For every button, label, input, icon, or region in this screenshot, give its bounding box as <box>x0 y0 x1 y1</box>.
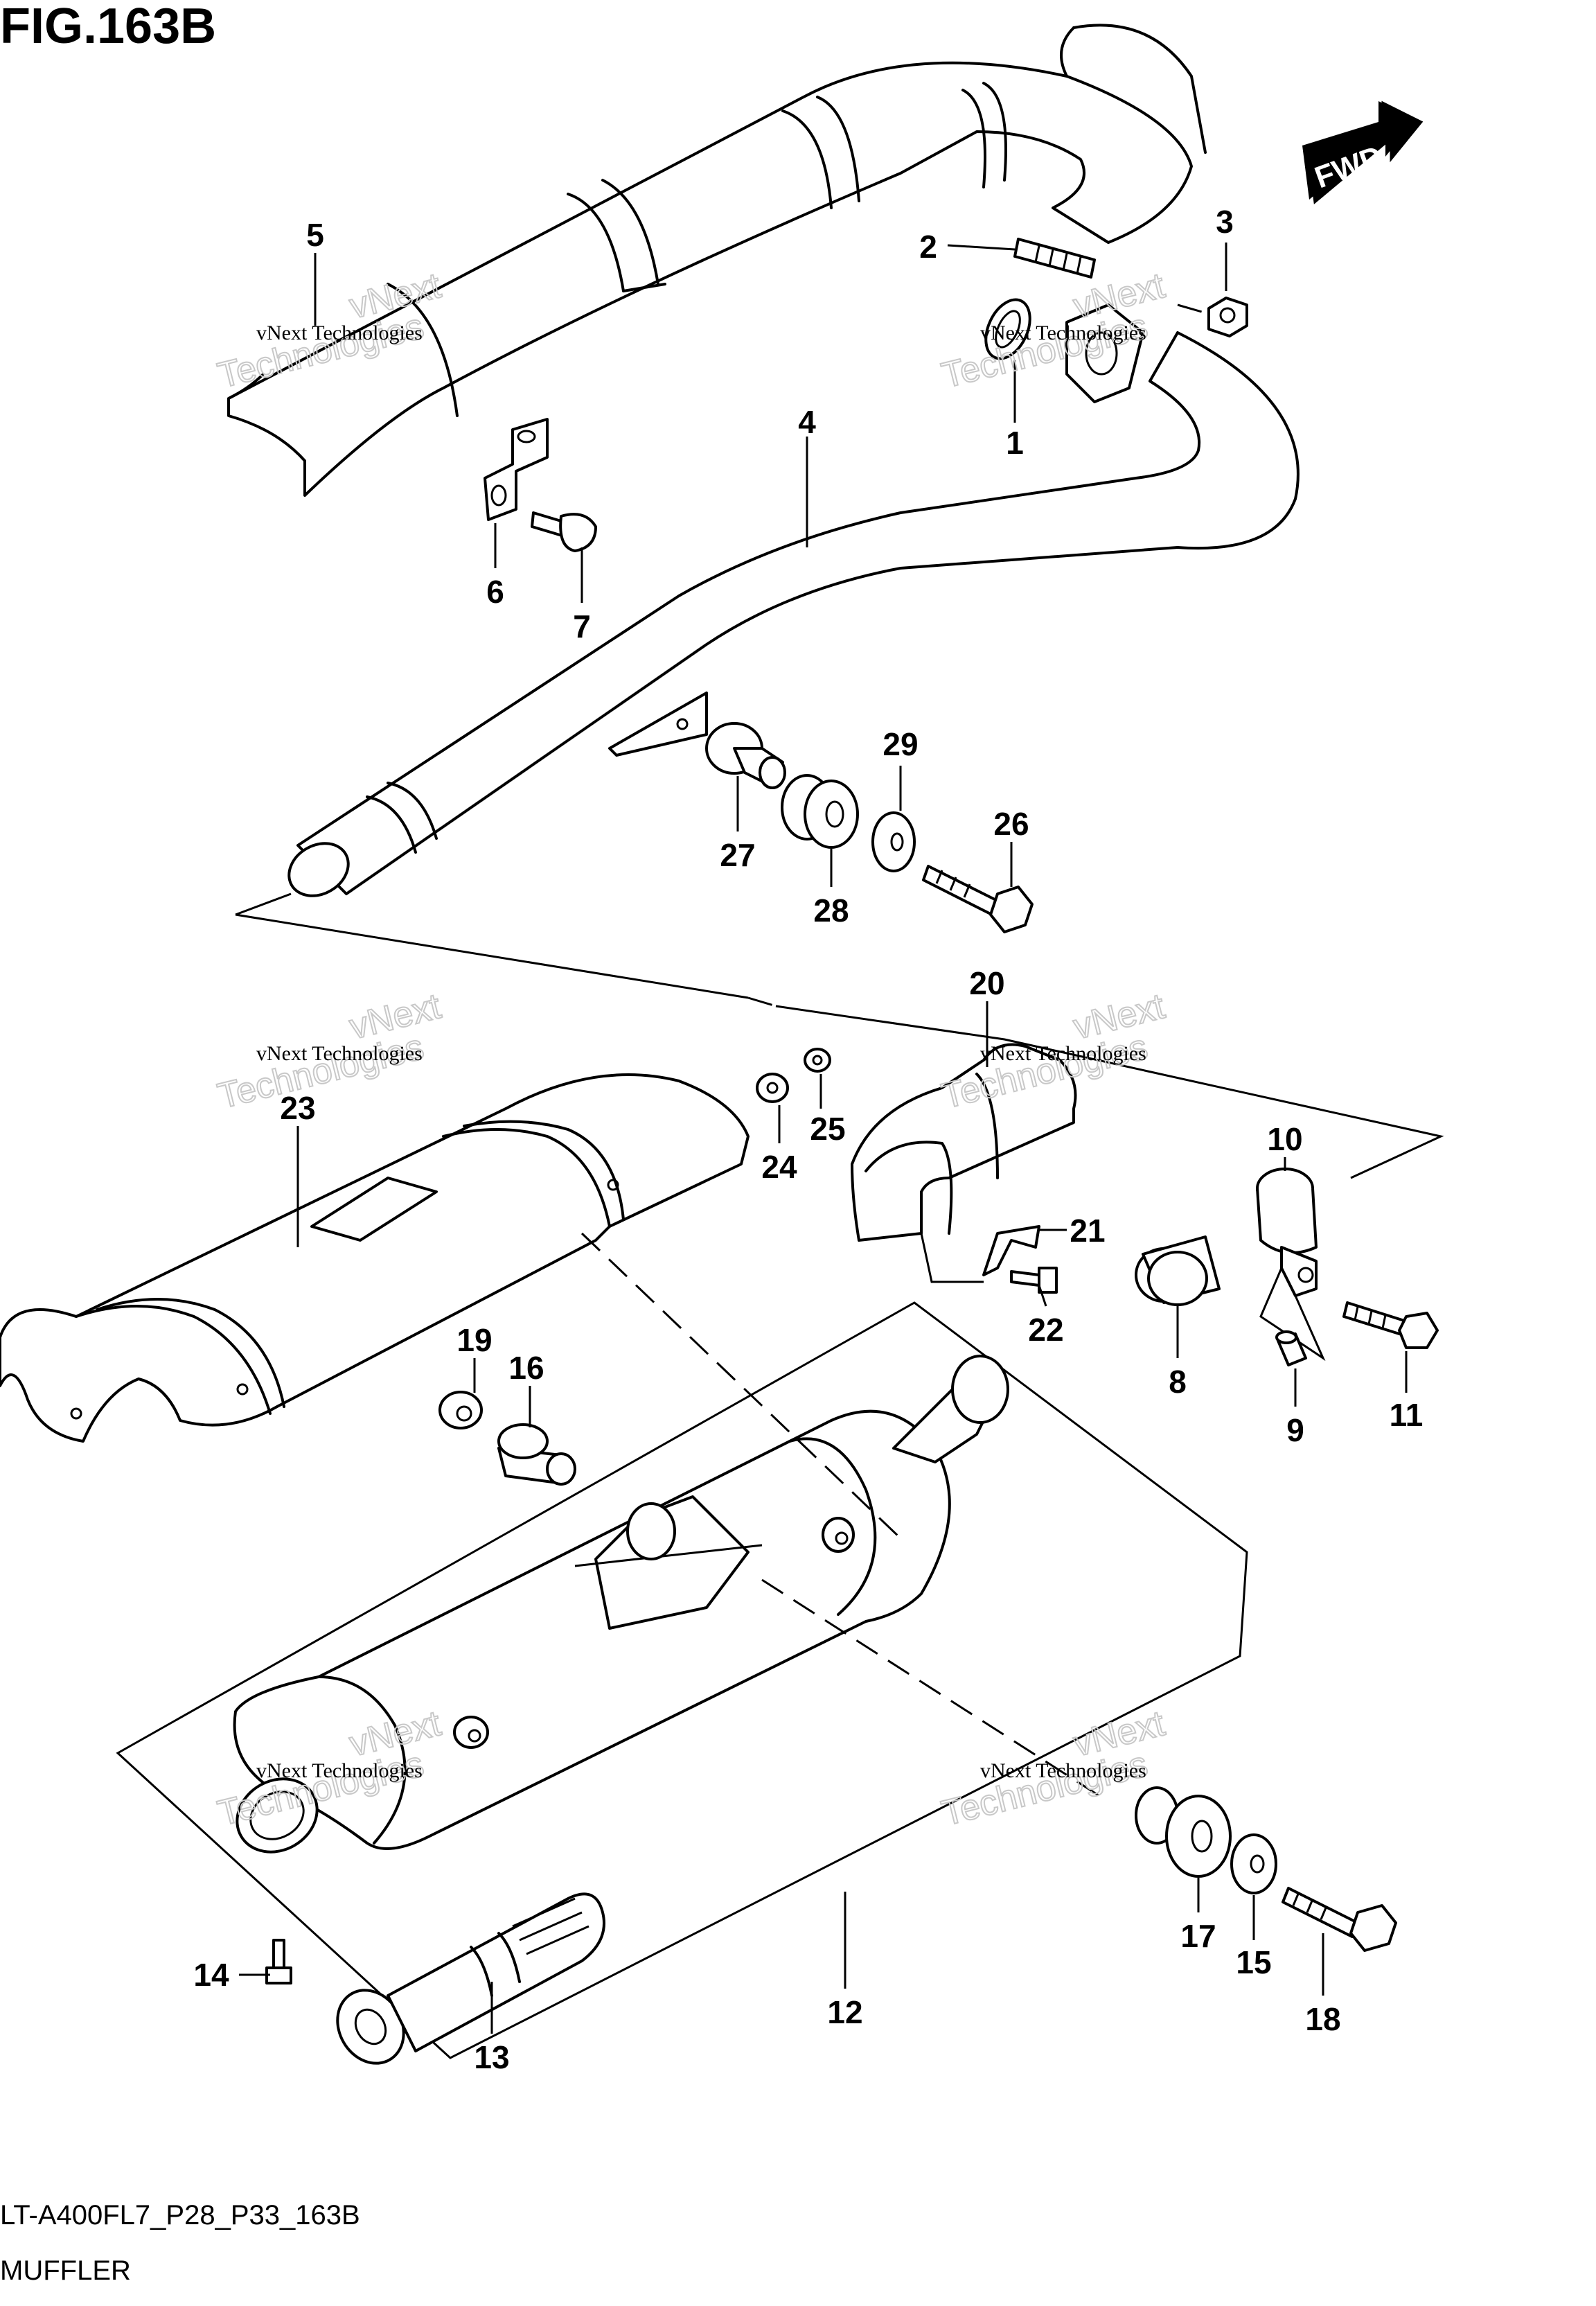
figure-code: LT-A400FL7_P28_P33_163B <box>0 2200 360 2230</box>
callout-27: 27 <box>720 837 755 873</box>
callout-11: 11 <box>1390 1397 1424 1433</box>
svg-text:Technologies: Technologies <box>938 1744 1152 1834</box>
muffler-mount-washer <box>1230 1833 1277 1894</box>
mount-bolt <box>922 865 1034 933</box>
callout-8: 8 <box>1169 1364 1187 1400</box>
callout-5: 5 <box>306 217 324 253</box>
shield-bracket <box>484 418 549 521</box>
callout-22: 22 <box>1028 1312 1063 1348</box>
drain-screw <box>265 1939 292 1984</box>
svg-text:Technologies: Technologies <box>214 1027 428 1117</box>
mount-grommet <box>781 774 859 849</box>
muffler-mount-bolt <box>1282 1887 1397 1952</box>
callout-20: 20 <box>969 965 1004 1001</box>
callout-17: 17 <box>1180 1918 1216 1954</box>
tail-shield <box>851 1043 1077 1242</box>
callout-1: 1 <box>1006 425 1024 461</box>
figure-title: FIG.163B <box>0 0 216 54</box>
callout-14: 14 <box>193 1957 229 1993</box>
callout-7: 7 <box>573 608 591 644</box>
callout-10: 10 <box>1267 1121 1302 1157</box>
bracket-bolt <box>531 511 597 552</box>
mount-washer <box>871 811 916 872</box>
callout-6: 6 <box>486 574 504 610</box>
shield-screw <box>756 1073 789 1103</box>
flange-nut <box>1207 297 1248 337</box>
muffler-grommet <box>438 1391 483 1429</box>
flange-gasket <box>984 298 1031 360</box>
svg-text:vNext Technologies: vNext Technologies <box>256 1759 423 1782</box>
leader-lines <box>239 243 1408 2034</box>
callout-3: 3 <box>1216 204 1234 240</box>
callouts: 1 2 3 4 5 6 7 8 9 10 11 12 13 14 15 16 1… <box>193 204 1423 2075</box>
exhaust-pipe <box>287 331 1300 897</box>
callout-16: 16 <box>508 1350 544 1386</box>
figure-name: MUFFLER <box>0 2255 131 2286</box>
watermark-3: vNext Technologies vNext Technologies <box>213 985 446 1118</box>
callout-24: 24 <box>761 1149 797 1185</box>
clamp-spacer <box>1275 1330 1307 1366</box>
shield-nut <box>804 1048 831 1073</box>
muffler-mount-collar <box>1135 1786 1232 1878</box>
svg-text:vNext Technologies: vNext Technologies <box>980 1759 1146 1782</box>
callout-25: 25 <box>810 1111 845 1147</box>
muffler-body <box>233 1355 1009 1854</box>
upper-heat-shield <box>227 24 1207 497</box>
muffler-collar <box>497 1423 576 1486</box>
spark-arrester <box>336 1892 605 2065</box>
mount-collar <box>705 722 786 789</box>
callout-13: 13 <box>474 2039 509 2075</box>
clamp-bolt <box>1342 1301 1439 1349</box>
callout-9: 9 <box>1286 1412 1304 1448</box>
callout-19: 19 <box>456 1322 492 1358</box>
callout-23: 23 <box>280 1090 315 1126</box>
watermark-2: vNext Technologies vNext Technologies <box>937 265 1170 397</box>
callout-21: 21 <box>1070 1213 1105 1249</box>
svg-text:vNext Technologies: vNext Technologies <box>256 322 423 344</box>
exhaust-stud <box>1013 238 1096 279</box>
callout-29: 29 <box>883 726 918 762</box>
callout-26: 26 <box>993 806 1029 842</box>
callout-18: 18 <box>1305 2001 1340 2037</box>
svg-text:vNext Technologies: vNext Technologies <box>980 1042 1146 1065</box>
exhaust-clamp <box>1256 1168 1326 1362</box>
svg-text:vNext Technologies: vNext Technologies <box>256 1042 423 1065</box>
lower-heat-shield <box>0 1073 750 1443</box>
pipe-gasket <box>1135 1235 1221 1306</box>
callout-2: 2 <box>919 229 937 265</box>
exhaust-flange <box>1065 303 1144 403</box>
callout-15: 15 <box>1236 1944 1271 1980</box>
fwd-arrow-icon: FWD <box>1302 100 1424 204</box>
shield-clip <box>982 1225 1040 1276</box>
svg-text:vNext Technologies: vNext Technologies <box>980 322 1146 344</box>
callout-12: 12 <box>827 1994 862 2030</box>
callout-4: 4 <box>798 404 816 440</box>
watermark-6: vNext Technologies vNext Technologies <box>937 1702 1170 1835</box>
callout-28: 28 <box>813 892 849 928</box>
clip-bolt <box>1010 1267 1058 1294</box>
